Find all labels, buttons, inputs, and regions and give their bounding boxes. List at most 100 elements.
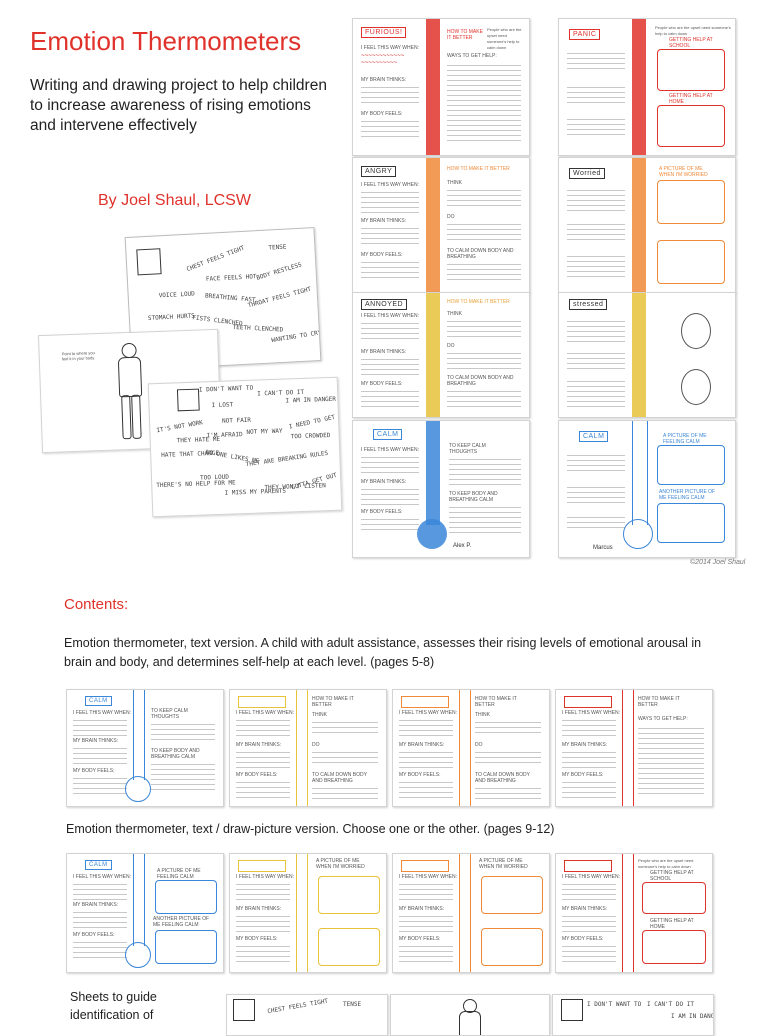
prompt-help: WAYS TO GET HELP: — [447, 53, 497, 59]
thermometer-stem — [632, 421, 648, 525]
example-sheet-calm-drawing: CALM A PICTURE OF ME FEELING CALM ANOTHE… — [558, 420, 736, 558]
thermometer-stem — [133, 690, 145, 780]
thought-5: IT'S NOT WORK — [156, 419, 204, 435]
thought-preview-1: I DON'T WANT TO — [587, 1001, 642, 1008]
bottom-sheet-body-outline — [390, 994, 550, 1036]
level-label: ANGRY — [361, 166, 397, 177]
thought-16: THERE'S NO HELP FOR ME — [156, 479, 236, 490]
face-drawing-1 — [681, 313, 711, 349]
prompt-body: MY BODY FEELS: — [399, 936, 441, 942]
example-sheet-worried: Worried A PICTURE OF ME WHEN I'M WORRIED — [558, 157, 736, 293]
thought-1: I DON'T WANT TO — [198, 384, 254, 394]
drawing-box-2 — [657, 503, 725, 543]
prompt-calm-body: TO CALM DOWN BODY AND BREATHING — [312, 772, 367, 784]
prompt-picture-calm: A PICTURE OF ME FEELING CALM — [157, 868, 201, 880]
prompt-body: MY BODY FEELS: — [236, 772, 278, 778]
blank-sheet-calm-text: CALM I FEEL THIS WAY WHEN: MY BRAIN THIN… — [66, 689, 224, 807]
brain-icon — [561, 999, 583, 1021]
copyright-notice: ©2014 Joel Shaul — [690, 559, 746, 566]
prompt-brain: MY BRAIN THINKS: — [361, 349, 407, 355]
blank-sheet-calm-draw: CALM I FEEL THIS WAY WHEN: MY BRAIN THIN… — [66, 853, 224, 973]
drawing-box-2 — [318, 928, 380, 966]
prompt-school: GETTING HELP AT SCHOOL — [669, 37, 713, 49]
prompt-home: GETTING HELP AT HOME — [650, 918, 694, 930]
prompt-when: I FEEL THIS WAY WHEN: — [236, 710, 294, 716]
thought-10: NOT MY WAY — [246, 427, 283, 436]
cue-preview-2: TENSE — [343, 1001, 362, 1008]
help-text: People who are the upset need someone's … — [638, 858, 694, 869]
prompt-calm-body: TO CALM DOWN BODY AND BREATHING — [447, 248, 514, 260]
prompt-calm-body: TO CALM DOWN BODY AND BREATHING — [475, 772, 530, 784]
thermometer-stem — [296, 854, 308, 972]
example-sheet-furious: FURIOUS! I FEEL THIS WAY WHEN: ~~~~~~~~~… — [352, 18, 530, 156]
drawing-box-1 — [155, 880, 217, 914]
level-label: FURIOUS! — [361, 27, 407, 38]
contents-heading: Contents: — [64, 596, 129, 613]
thermometer-fill — [632, 293, 646, 417]
person-icon — [233, 999, 255, 1021]
thermometer-fill — [426, 293, 440, 417]
prompt-picture-calm: A PICTURE OF ME FEELING CALM — [663, 433, 707, 445]
prompt-when: I FEEL THIS WAY WHEN: — [361, 182, 419, 188]
prompt-calm-body: TO CALM DOWN BODY AND BREATHING — [447, 375, 514, 387]
drawing-box-2 — [657, 240, 725, 284]
drawing-box-school — [642, 882, 706, 914]
bottom-sheet-thoughts: I DON'T WANT TO I CAN'T DO IT I AM IN DA… — [552, 994, 714, 1036]
cue-2: TENSE — [268, 243, 287, 252]
prompt-think: THINK — [312, 712, 327, 718]
level-label: ANNOYED — [361, 299, 408, 310]
level-label: CALM — [85, 860, 112, 870]
level-label: CALM — [579, 431, 609, 442]
thermometer-fill — [632, 158, 646, 292]
help-text: People who are the upset need someone's … — [487, 27, 522, 50]
prompt-brain: MY BRAIN THINKS: — [73, 738, 119, 744]
drawing-box-school — [657, 49, 725, 91]
prompt-body: MY BODY FEELS: — [361, 111, 403, 117]
blank-sheet-annoyed-draw: I FEEL THIS WAY WHEN: MY BRAIN THINKS: M… — [229, 853, 387, 973]
thermometer-stem — [459, 690, 471, 806]
level-label: stressed — [569, 299, 608, 310]
prompt-do: DO — [312, 742, 320, 748]
prompt-when: I FEEL THIS WAY WHEN: — [73, 874, 131, 880]
prompt-think: THINK — [447, 180, 462, 186]
cue-8: STOMACH HURTS — [147, 312, 196, 322]
page-subtitle: Writing and drawing project to help chil… — [30, 77, 327, 134]
student-name: Marcus — [593, 545, 613, 551]
prompt-keep-body: TO KEEP BODY AND BREATHING CALM — [151, 748, 200, 760]
prompt-keep-calm: TO KEEP CALM THOUGHTS — [151, 708, 188, 720]
page-title: Emotion Thermometers — [30, 26, 302, 56]
prompt-when: I FEEL THIS WAY WHEN: — [361, 45, 419, 51]
thermometer-fill — [426, 158, 440, 292]
example-sheet-panic: PANIC People who are the upset need some… — [558, 18, 736, 156]
prompt-brain: MY BRAIN THINKS: — [562, 742, 608, 748]
prompt-help: WAYS TO GET HELP: — [638, 716, 688, 722]
prompt-better: HOW TO MAKE IT BETTER — [638, 696, 680, 708]
prompt-brain: MY BRAIN THINKS: — [361, 218, 407, 224]
drawing-box-2 — [481, 928, 543, 966]
prompt-picture: A PICTURE OF ME WHEN I'M WORRIED — [659, 166, 708, 178]
student-name: Alex P. — [453, 543, 472, 549]
section-desc-3: Sheets to guide identification of — [70, 990, 157, 1022]
prompt-better: HOW TO MAKE IT BETTER — [447, 299, 510, 305]
prompt-body: MY BODY FEELS: — [399, 772, 441, 778]
prompt-home: GETTING HELP AT HOME — [669, 93, 713, 105]
blank-sheet-annoyed-text: I FEEL THIS WAY WHEN: MY BRAIN THINKS: M… — [229, 689, 387, 807]
thought-preview-2: I CAN'T DO IT — [647, 1001, 694, 1008]
thought-preview-3: I AM IN DANGER — [671, 1013, 714, 1020]
face-drawing-2 — [681, 369, 711, 405]
prompt-brain: MY BRAIN THINKS: — [361, 77, 407, 83]
prompt-when: I FEEL THIS WAY WHEN: — [361, 313, 419, 319]
body-outline-icon — [117, 342, 143, 440]
prompt-better: HOW TO MAKE IT BETTER — [447, 166, 510, 172]
body-outline-icon — [463, 999, 477, 1013]
prompt-picture: A PICTURE OF ME WHEN I'M WORRIED — [316, 858, 365, 870]
blank-sheet-furious-draw: I FEEL THIS WAY WHEN: MY BRAIN THINKS: M… — [555, 853, 713, 973]
thought-9: I'M AFRAID — [206, 431, 243, 440]
prompt-when: I FEEL THIS WAY WHEN: — [562, 710, 620, 716]
example-sheet-calm: CALM I FEEL THIS WAY WHEN: MY BRAIN THIN… — [352, 420, 530, 558]
drawing-box-1 — [318, 876, 380, 914]
prompt-brain: MY BRAIN THINKS: — [236, 906, 282, 912]
cue-3: FACE FEELS HOT — [205, 273, 257, 283]
prompt-body: MY BODY FEELS: — [562, 772, 604, 778]
prompt-picture: A PICTURE OF ME WHEN I'M WORRIED — [479, 858, 528, 870]
